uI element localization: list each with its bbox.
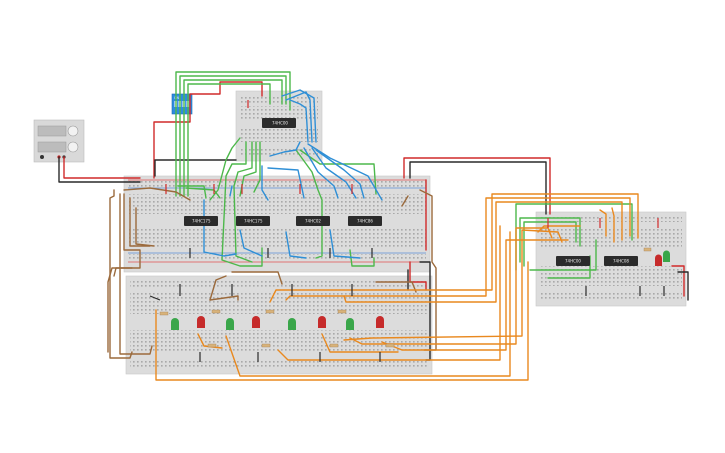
resistor [211,309,221,314]
led-red [197,316,205,328]
wires-orange [155,193,639,381]
resistor [337,309,347,314]
leds [171,250,670,330]
led-red [376,316,384,328]
dip-switch-label: ON [174,96,180,100]
resistor [159,311,169,316]
power-supply[interactable] [33,119,85,163]
ic-chip-label: 74HC08 [613,259,629,264]
ic-chip-6: 74HC00 [556,256,590,266]
ic-chips: 74HC00 74HC175 74HC175 74HC02 74HC86 74H… [184,118,638,266]
ic-chip-label: 74HC00 [565,259,581,264]
dip-switch[interactable]: ON [171,93,193,115]
ic-chip-7: 74HC08 [604,256,638,266]
jumpers [149,100,665,362]
resistors [159,247,652,348]
led-red [252,316,260,328]
ic-chip-label: 74HC175 [192,219,211,224]
ic-chip-4: 74HC02 [296,216,330,226]
led-green [346,318,354,330]
resistor [643,247,652,252]
resistor [207,343,217,348]
led-red [655,254,662,266]
ic-chip-label: 74HC00 [272,121,288,126]
led-green [226,318,234,330]
ic-chip-label: 74HC175 [244,219,263,224]
ic-chip-label: 74HC02 [305,219,321,224]
wires-power [58,81,689,361]
ic-chip-1: 74HC00 [262,118,296,128]
ic-chip-label: 74HC86 [357,219,373,224]
resistor [261,343,271,348]
ic-chip-2: 74HC175 [184,216,218,226]
ic-chip-5: 74HC86 [348,216,382,226]
ic-chip-3: 74HC175 [236,216,270,226]
led-green [171,318,179,330]
wires-brown [107,187,437,359]
wires-blue [203,89,383,259]
led-green [663,250,670,262]
led-green [288,318,296,330]
led-red [318,316,326,328]
resistor [265,309,275,314]
resistor [385,343,395,348]
resistor [329,343,339,348]
